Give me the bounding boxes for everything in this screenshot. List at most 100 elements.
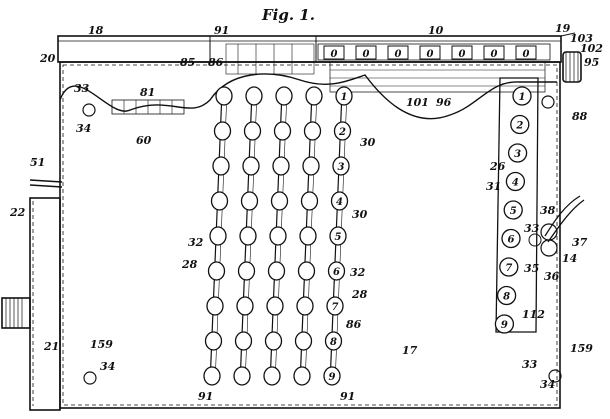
ref-103: 103 <box>570 32 593 45</box>
register-wheel <box>355 45 377 60</box>
numbered-key-digit: 7 <box>505 263 512 274</box>
ref-19: 19 <box>555 22 571 35</box>
register-wheel <box>515 45 537 60</box>
numbered-key <box>496 285 517 306</box>
key-button <box>203 366 221 386</box>
screw-34-bottom <box>83 371 97 385</box>
ref-91-bot-a: 91 <box>198 390 213 403</box>
key-button <box>293 366 311 386</box>
key-button <box>240 191 259 211</box>
key-button <box>215 86 233 106</box>
ref-34-left: 34 <box>76 122 91 135</box>
machine-casing <box>1 32 585 411</box>
key-button <box>264 331 283 351</box>
key-button <box>237 261 256 281</box>
key-button <box>330 191 349 211</box>
key-button <box>234 331 253 351</box>
key-button <box>207 261 226 281</box>
ref-17: 17 <box>402 344 418 357</box>
ref-91-bot-b: 91 <box>340 390 355 403</box>
numbered-key-digit: 9 <box>501 320 508 331</box>
key-digit: 9 <box>329 372 336 383</box>
ref-32-b: 32 <box>350 266 366 279</box>
register-wheel <box>419 45 441 60</box>
numbered-key <box>510 114 530 135</box>
ref-112: 112 <box>522 308 545 321</box>
key-button <box>267 261 286 281</box>
key-button <box>206 296 224 316</box>
key-button <box>275 86 293 106</box>
numbered-key-digit: 8 <box>503 292 510 303</box>
ref-91-top: 91 <box>214 24 229 37</box>
key-button <box>302 156 320 176</box>
key-button <box>299 226 317 246</box>
ref-159-left: 159 <box>90 338 113 351</box>
key-button <box>272 156 290 176</box>
key-digit: 1 <box>341 92 348 103</box>
ref-10: 10 <box>428 24 444 37</box>
ref-26: 26 <box>489 160 506 173</box>
ref-101: 101 <box>406 96 429 109</box>
ref-35: 35 <box>524 262 539 275</box>
key-button <box>327 261 346 281</box>
key-button <box>263 366 281 386</box>
numbered-key <box>503 200 523 220</box>
key-button <box>332 156 350 176</box>
key-button <box>323 366 341 386</box>
reset-knob <box>562 51 582 83</box>
register-digit: 0 <box>331 49 338 60</box>
ref-33-right: 33 <box>522 358 538 371</box>
key-column-plate <box>495 77 539 333</box>
ref-38: 38 <box>540 204 556 217</box>
ref-86-top: 86 <box>208 56 224 69</box>
key-button <box>212 156 230 176</box>
ref-37: 37 <box>572 236 588 249</box>
key-digit: 5 <box>335 232 342 243</box>
screw-88 <box>541 95 555 109</box>
key-button <box>209 226 227 246</box>
side-box <box>29 197 61 411</box>
key-button <box>329 226 347 246</box>
ref-28-a: 28 <box>181 258 198 271</box>
key-button <box>210 191 229 211</box>
ref-60: 60 <box>136 134 152 147</box>
ref-32-a: 32 <box>188 236 204 249</box>
key-button <box>266 296 284 316</box>
numbered-key <box>512 86 532 106</box>
register-wheel <box>483 45 505 60</box>
key-button <box>273 121 292 141</box>
key-digit: 2 <box>338 127 346 138</box>
cover-plate-edge <box>59 73 557 120</box>
numbered-key-digit: 5 <box>510 206 517 217</box>
key-button <box>303 121 322 141</box>
ref-95: 95 <box>584 56 599 69</box>
register-wheel <box>323 45 345 60</box>
key-button <box>243 121 262 141</box>
numbered-key <box>501 228 521 249</box>
screw-33-left <box>82 103 96 117</box>
key-digit: 7 <box>332 302 339 313</box>
numbered-key <box>505 171 526 192</box>
numbered-key-digit: 3 <box>514 149 521 160</box>
key-button <box>326 296 344 316</box>
numbered-key <box>494 314 515 334</box>
key-button <box>204 331 223 351</box>
key-button <box>335 86 353 106</box>
numbered-key <box>507 143 528 163</box>
ref-28-b: 28 <box>351 288 368 301</box>
key-digit: 8 <box>330 337 337 348</box>
ref-85: 85 <box>180 56 195 69</box>
register-digit: 0 <box>427 49 434 60</box>
key-button <box>300 191 319 211</box>
key-button <box>269 226 287 246</box>
key-button <box>242 156 260 176</box>
key-button <box>245 86 263 106</box>
ref-36: 36 <box>544 270 560 283</box>
ref-30-b: 30 <box>352 208 368 221</box>
ref-14: 14 <box>562 252 577 265</box>
register-wheel <box>451 45 473 60</box>
ref-33-mid: 33 <box>524 222 540 235</box>
